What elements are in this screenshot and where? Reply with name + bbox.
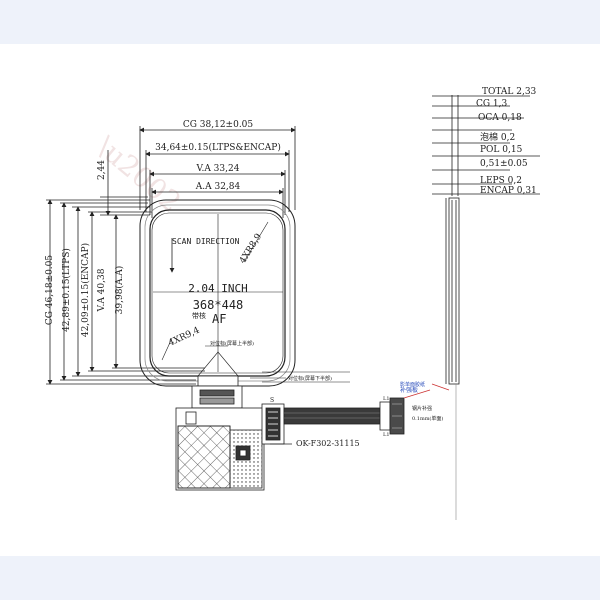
display-type-fragment-a: 带核: [192, 311, 206, 320]
stack-oca: OCA 0,18: [478, 113, 522, 123]
alignment-mark-right: 对位标(屏幕下半部): [288, 375, 332, 382]
stack-pol: POL 0,15: [480, 145, 523, 155]
dim-cg-width: CG 38,12±0.05: [183, 120, 254, 130]
stack-foam: 泡棉 0,2: [480, 131, 515, 143]
alignment-mark-center: 对位标(屏幕上半部): [210, 340, 254, 347]
connector-part-number: OK-F302-31115: [296, 439, 360, 448]
scan-direction-label: SCAN DIRECTION: [172, 237, 240, 246]
dim-va-height: V.A 40,38: [97, 268, 107, 312]
top-border: [0, 0, 600, 44]
stack-ltps: 0,51±0.05: [480, 159, 528, 169]
stack-side-view: [431, 95, 540, 520]
steel-stiffener-note: 钢片补强: [412, 405, 432, 412]
stack-leps: LEPS 0,2: [480, 176, 522, 186]
stiffener-note: 补强板: [400, 386, 418, 394]
dim-va-width: V.A 33,24: [196, 164, 240, 174]
left-dimensions: [46, 199, 205, 385]
connector-pin-right: L1: [383, 432, 390, 438]
dim-cg-height: CG 46,18±0.05: [45, 255, 55, 326]
fpc-assembly: [175, 375, 431, 491]
display-type-fragment-b: AF: [212, 312, 226, 326]
stack-cg: CG 1,3: [476, 99, 508, 109]
dim-encap-height: 42,09±0.15(ENCAP): [80, 243, 91, 337]
display-resolution: 368*448: [193, 298, 244, 312]
connector-tab-label: S: [270, 397, 274, 404]
dim-ltps-height: 42,89±0.15(LTPS): [61, 248, 72, 332]
top-dimensions: [100, 126, 296, 218]
connector-pin-left: L1: [383, 396, 390, 402]
bottom-border: [0, 556, 600, 600]
dim-top-gap: 2,44: [97, 160, 107, 180]
display-size: 2.04 INCH: [188, 282, 248, 295]
stack-encap: ENCAP 0,31: [480, 186, 537, 196]
dim-aa-height: 39,98(A.A): [114, 266, 125, 315]
stack-tape-note: 影单面胶纸: [400, 381, 425, 388]
corner-radius-top-right: 4XR8,9: [238, 232, 264, 266]
steel-stiffener-subnote: 0.1mm(单面): [412, 415, 443, 422]
dim-aa-width: A.A 32,84: [195, 182, 241, 192]
stack-total: TOTAL 2,33: [482, 87, 537, 97]
dim-ltps-width: 34,64±0.15(LTPS&ENCAP): [155, 142, 281, 153]
corner-radius-bottom-left: 4XR9,4: [167, 325, 202, 348]
alignment-mark-leaders: [205, 345, 350, 383]
